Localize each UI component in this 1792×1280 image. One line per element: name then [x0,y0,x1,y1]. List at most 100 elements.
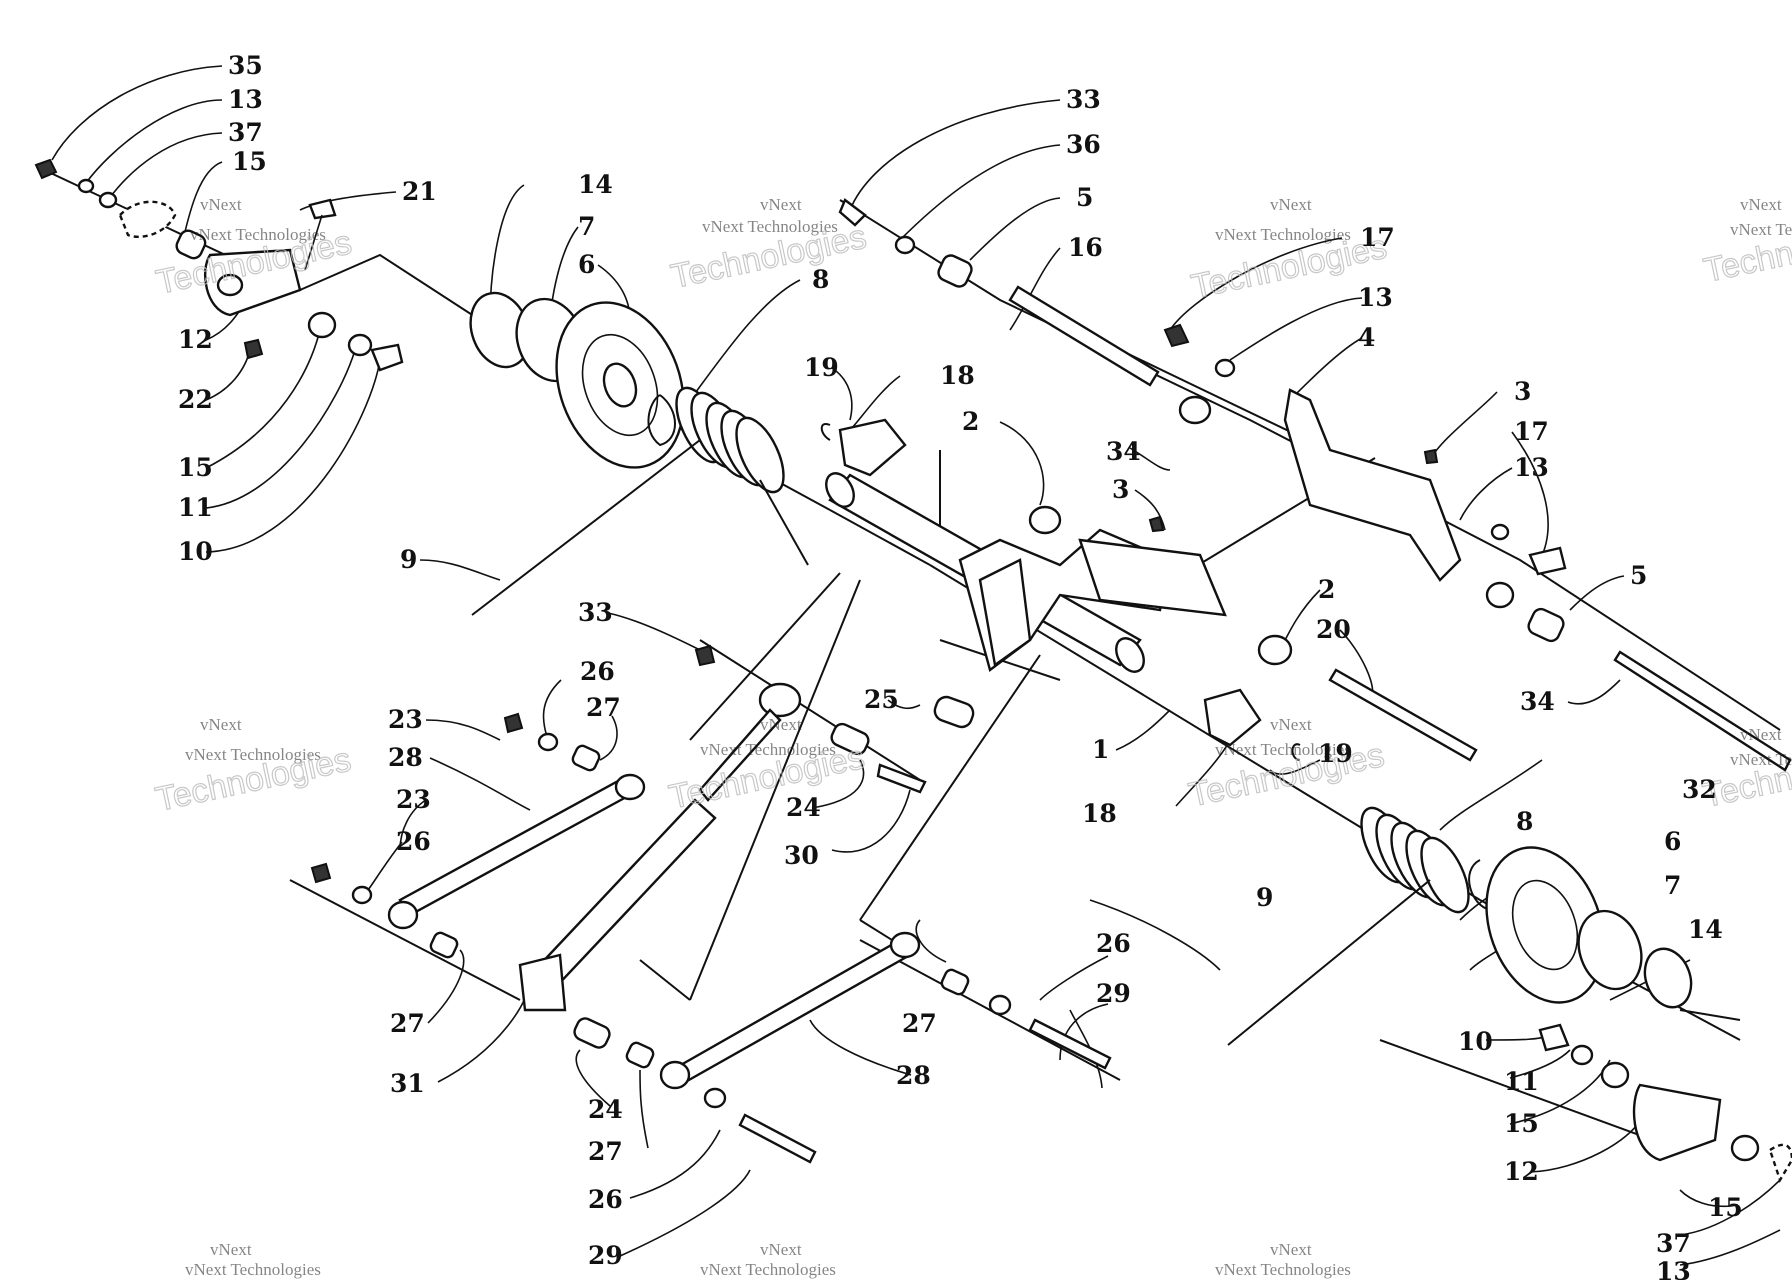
callout-label: 1 [1092,735,1109,764]
leader-lines [51,65,1781,1266]
nut-3-center [1148,515,1165,533]
bushing-5-right [1527,607,1565,643]
callout-label: 15 [1504,1109,1539,1138]
callout-label: 9 [1256,883,1273,912]
watermark: vNext vNext Technologies Technologies [667,195,870,297]
svg-text:vNext: vNext [1740,725,1782,744]
bushing-15-right [1600,1061,1630,1089]
callout-label: 6 [1664,827,1681,856]
callout-label: 5 [1630,561,1647,590]
callout-label: 16 [1068,233,1103,262]
bolt-29-right [1028,1018,1112,1070]
plate-18-top [838,418,907,477]
bolt-29-bottom [738,1113,817,1164]
callout-label: 27 [390,1009,425,1038]
callout-label: 29 [588,1241,623,1270]
cap-left [118,200,177,238]
callout-label: 27 [586,693,621,722]
pivot-arm-assembly [958,528,1227,673]
spacer-27-upper [571,744,601,772]
bolt-21-head [308,198,337,220]
callout-label: 2 [1318,575,1335,604]
bolt-30 [876,763,927,794]
washer-26-lower [351,885,373,905]
callout-label: 17 [1360,223,1395,252]
callout-label: 29 [1096,979,1131,1008]
svg-text:vNext Technologies: vNext Technologies [1215,1260,1351,1279]
wheel-6-right [1485,846,1605,1004]
bearing-7-right [1577,909,1643,991]
svg-text:vNext Technologies: vNext Technologies [185,1260,321,1279]
svg-text:vNext Technologies: vNext Technologies [190,225,326,244]
callout-label: 12 [178,325,213,354]
clip-19-top [820,423,831,441]
callout-label: 19 [1318,739,1353,768]
callout-label: 12 [1504,1157,1539,1186]
watermark: vNext vNext Technologies [185,1240,321,1279]
shock-absorber-31 [518,682,802,1012]
washer-26-right [988,994,1012,1016]
callout-label: 26 [1096,929,1131,958]
clip-19-bottom [1291,743,1301,761]
callout-label: 15 [1708,1193,1743,1222]
assembly-axis-lines [39,167,1781,1151]
callout-label: 37 [228,118,263,147]
watermark: vNext vNext Technologies [700,1240,836,1279]
washer-13-top-right [1214,358,1236,378]
callout-label: 13 [1358,283,1393,312]
callout-label: 7 [1664,871,1681,900]
callout-label: 20 [1316,615,1351,644]
adjuster-12-right [1632,1083,1722,1162]
bolt-35 [34,158,58,180]
callout-label: 31 [390,1069,425,1098]
bolt-17-right [1528,546,1567,576]
washer-11-left [347,333,373,357]
bearing-14-right [1643,947,1693,1009]
callout-label: 11 [178,493,213,522]
link-28-upper [387,773,646,930]
callout-label: 26 [396,827,431,856]
nut-33-top [838,198,867,227]
plate-18-bottom [1203,688,1262,747]
svg-text:vNext: vNext [1270,715,1312,734]
torsion-spring-left [471,386,809,616]
callout-label: 9 [400,545,417,574]
callout-label: 5 [1076,183,1093,212]
callout-label: 3 [1112,475,1129,504]
link-28-lower [659,931,921,1090]
washer-11-right [1570,1044,1594,1066]
bolt-17-top [1163,323,1190,348]
callout-label: 35 [228,51,263,80]
bushing-15-left [307,311,337,339]
callout-label: 13 [1656,1257,1691,1280]
callout-label: 17 [1514,417,1549,446]
bushing-34-top [1178,395,1212,425]
svg-text:vNext: vNext [1740,195,1782,214]
watermark: vNext vNext Technologies Technologies [152,715,355,820]
callout-label: 8 [812,265,829,294]
callout-label: 33 [1066,85,1101,114]
washer-26-upper [537,732,559,752]
callout-label: 13 [228,85,263,114]
svg-text:vNext: vNext [1270,195,1312,214]
callout-label: 23 [396,785,431,814]
svg-text:vNext: vNext [210,1240,252,1259]
adjuster-hole-left [216,273,244,297]
callout-label: 19 [804,353,839,382]
callout-label: 7 [578,212,595,241]
bushing-15-bottom-right [1730,1134,1760,1162]
nut-22 [243,338,264,360]
svg-text:vNext Technologies: vNext Technologies [700,1260,836,1279]
bolt-10-left [370,343,404,372]
bolt-10-right [1538,1023,1570,1052]
bushing-15-top-left [175,229,207,260]
rod-20 [1328,668,1478,762]
svg-text:vNext: vNext [760,1240,802,1259]
rod-32 [1613,650,1792,772]
callout-label: 28 [896,1061,931,1090]
callout-label: 3 [1514,377,1531,406]
spacer-27-bottom [625,1041,655,1069]
callout-label: 2 [962,407,979,436]
